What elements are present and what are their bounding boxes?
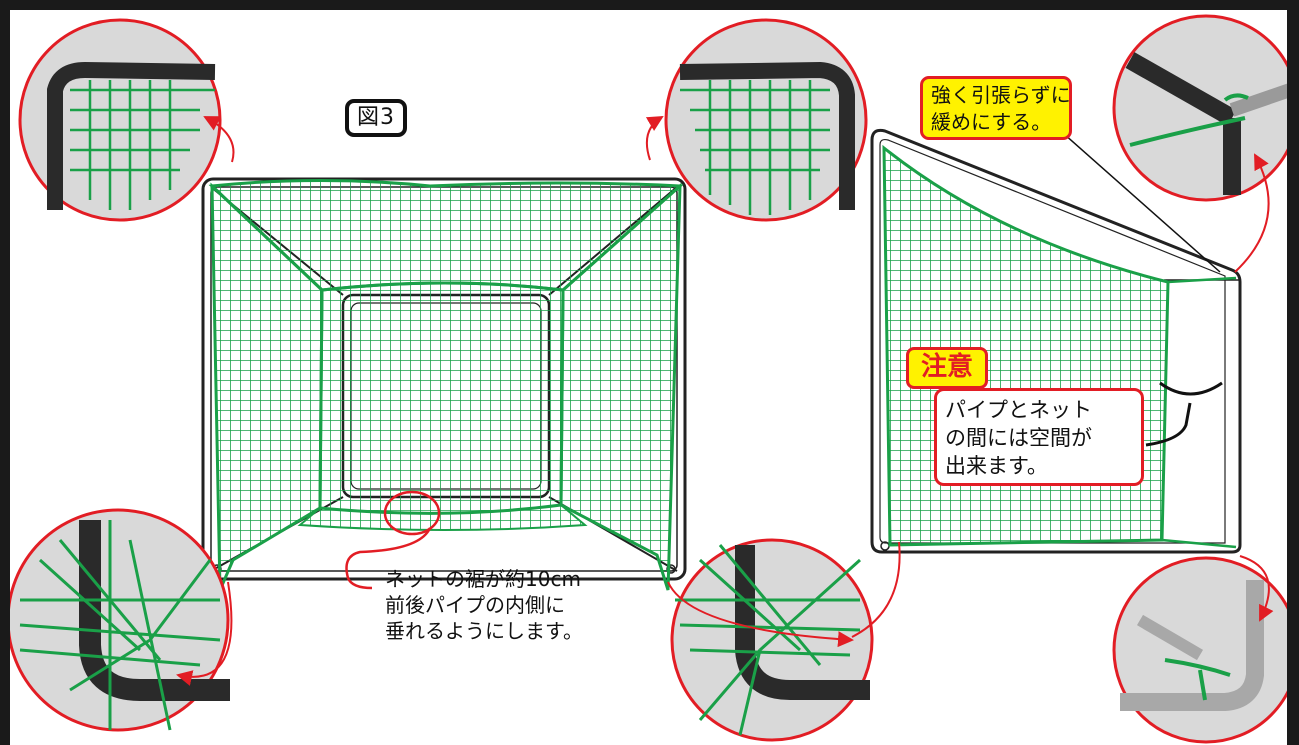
caution-line-1: パイプとネット [945,398,1092,422]
hem-note-line-1: ネットの裾が約10cm [385,567,581,591]
tension-callout-line-2: 緩めにする。 [931,110,1052,134]
hem-note-line-3: 垂れるようにします。 [385,619,583,643]
caution-title: 注意 [906,347,988,389]
tension-callout: 強く引張らずに 緩めにする。 [920,76,1072,140]
detail-bottom-left [6,508,230,732]
front-net [208,179,684,591]
top-border [0,0,1299,10]
hem-note-line-2: 前後パイプの内側に [385,593,565,617]
pointer-arrows [176,115,1274,686]
caution-line-3: 出来ます。 [945,454,1048,478]
figure-label: 図3 [345,99,407,137]
tension-callout-line-1: 強く引張らずに [931,83,1071,107]
detail-bottom-right [1112,556,1299,744]
detail-top-left [18,18,222,222]
detail-bottom-center [670,538,874,742]
detail-top-center [664,18,868,222]
leader-line [1054,125,1221,273]
gap-brace [1145,381,1223,447]
caution-callout: パイプとネット の間には空間が 出来ます。 [934,388,1144,486]
right-border [1287,0,1299,745]
left-border [0,0,10,745]
caution-line-2: の間には空間が [945,426,1092,450]
hem-note: ネットの裾が約10cm 前後パイプの内側に 垂れるようにします。 [385,566,645,658]
detail-top-right [1112,14,1299,202]
